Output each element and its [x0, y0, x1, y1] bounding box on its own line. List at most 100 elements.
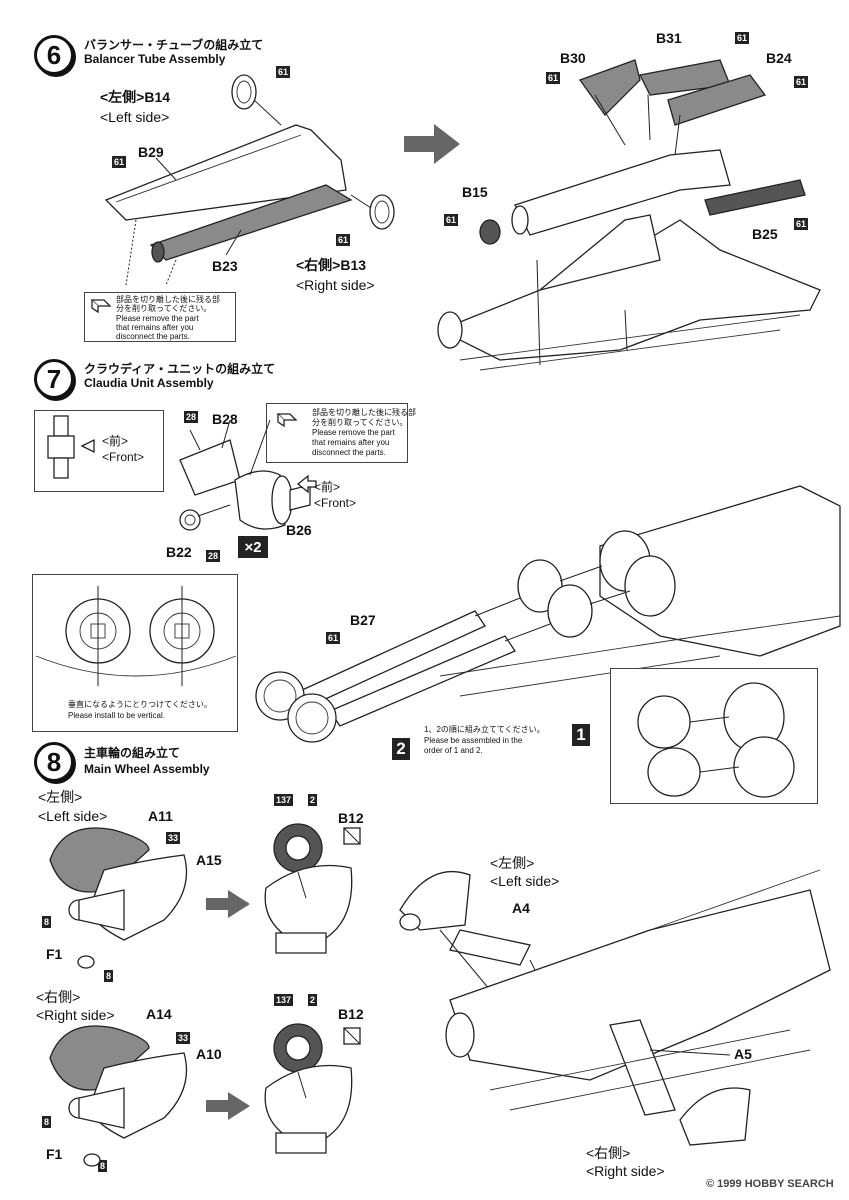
step-8-number: 8: [34, 742, 74, 782]
part-b12-left-label: B12: [338, 810, 364, 826]
order-box-2: 2: [392, 738, 410, 760]
paint-8-right-b: 8: [98, 1160, 108, 1172]
step-7-title-jp: クラウディア・ユニットの組み立て: [84, 362, 276, 376]
right-wheel-assembled-drawing: [264, 1023, 361, 1154]
step-6-right-side-en: <Right side>: [296, 277, 375, 293]
step-6-note-jp-1: 部品を切り離した後に残る部: [116, 295, 220, 304]
paint-61-b15: 61: [444, 214, 459, 226]
paint-28-bottom: 28: [206, 550, 221, 562]
left-wheel-parts-drawing: [49, 827, 188, 969]
part-b31-label: B31: [656, 30, 682, 46]
paint-33-right: 33: [176, 1032, 191, 1044]
times-two-badge: ×2: [238, 536, 268, 558]
step-7-title-en: Claudia Unit Assembly: [84, 376, 214, 390]
step-8-arrow-2-icon: [206, 1092, 250, 1120]
paint-61-b25: 61: [794, 218, 809, 230]
order-note-en-2: order of 1 and 2.: [424, 746, 483, 755]
step-8-left-jp: <左側>: [38, 789, 83, 805]
step-6-left-side-jp: <左側>B14: [100, 89, 171, 105]
paint-61-b14: 61: [276, 66, 291, 78]
step-6-number: 6: [34, 35, 74, 75]
vertical-install-en: Please install to be vertical.: [68, 711, 165, 720]
step-6-left-side-en: <Left side>: [100, 109, 170, 125]
part-f1-left-label: F1: [46, 946, 63, 962]
step-6-note-en-1: Please remove the part: [116, 314, 199, 323]
step-7-note-jp-2: 分を削り取ってください。: [312, 418, 408, 427]
step-6-note-jp-2: 分を削り取ってください。: [116, 304, 212, 313]
part-b22-label: B22: [166, 544, 192, 560]
step-8-right-jp: <右側>: [36, 989, 81, 1005]
step-7-number: 7: [34, 359, 74, 399]
step-8-main-left-jp: <左側>: [490, 855, 535, 871]
part-a5-label: A5: [734, 1046, 752, 1062]
front-indicator-icon: [47, 415, 95, 479]
step-6-note-en-2: that remains after you: [116, 323, 194, 332]
balancer-assembly-drawing: [437, 59, 821, 371]
left-wheel-assembled-drawing: [264, 823, 361, 954]
paint-61-b13: 61: [336, 234, 351, 246]
balancer-tube-drawing: [104, 74, 395, 286]
order-box-1: 1: [572, 724, 590, 746]
part-b15-label: B15: [462, 184, 488, 200]
step-7-note-en-3: disconnect the parts.: [312, 448, 386, 457]
part-b24-label: B24: [766, 50, 792, 66]
step-8-main-left-en: <Left side>: [490, 873, 560, 889]
order-note-jp: 1、2の順に組み立ててください。: [424, 725, 545, 734]
step-7-note-en-2: that remains after you: [312, 438, 390, 447]
paint-61-b30: 61: [546, 72, 561, 84]
paint-28-top: 28: [184, 411, 199, 423]
claudia-unit-drawing: [179, 419, 311, 531]
part-a14-label: A14: [146, 1006, 172, 1022]
part-f1-right-label: F1: [46, 1146, 63, 1162]
step-6-note-box: [84, 292, 236, 342]
paint-33-left: 33: [166, 832, 181, 844]
step-7-front-en-a: <Front>: [102, 450, 145, 464]
step-7-front-en-b: <Front>: [314, 496, 357, 510]
step-7-note-jp-1: 部品を切り離した後に残る部: [312, 408, 416, 417]
watermark: © 1999 HOBBY SEARCH: [706, 1178, 834, 1190]
step-7-front-jp-b: <前>: [314, 480, 341, 494]
part-b28-label: B28: [212, 411, 238, 427]
step-6-arrow-icon: [404, 124, 460, 164]
step-7-front-jp-a: <前>: [102, 434, 129, 448]
part-a15-label: A15: [196, 852, 222, 868]
part-b23-label: B23: [212, 258, 238, 274]
part-b30-label: B30: [560, 50, 586, 66]
step-8-main-right-en: <Right side>: [586, 1163, 665, 1179]
part-b29-label: B29: [138, 144, 164, 160]
step-8-title-jp: 主車輪の組み立て: [84, 746, 181, 760]
vertical-install-drawing: [35, 586, 237, 686]
step-8-left-en: <Left side>: [38, 808, 108, 824]
paint-137-right: 137: [274, 994, 294, 1006]
step-7-note-box: [266, 403, 408, 463]
step-6-note-en-3: disconnect the parts.: [116, 332, 190, 341]
claudia-rods-drawing: [255, 485, 841, 743]
engine-inset-drawing: [637, 682, 795, 798]
paint-8-right-a: 8: [42, 1116, 52, 1128]
step-6-title-en: Balancer Tube Assembly: [84, 52, 226, 66]
step-8-right-en: <Right side>: [36, 1007, 115, 1023]
part-b12-right-label: B12: [338, 1006, 364, 1022]
step-8-arrow-1-icon: [206, 890, 250, 918]
step-7-note-en-1: Please remove the part: [312, 428, 395, 437]
main-gear-install-drawing: [399, 869, 831, 1146]
remove-part-icon: [90, 299, 112, 314]
vertical-install-jp: 垂直になるようにとりつけてください。: [68, 700, 212, 709]
paint-8-left-a: 8: [42, 916, 52, 928]
part-a11-label: A11: [148, 808, 173, 824]
order-note-en-1: Please be assembled in the: [424, 736, 523, 745]
step-6-title-jp: バランサー・チューブの組み立て: [84, 38, 264, 52]
paint-2-right: 2: [308, 994, 318, 1006]
part-a4-label: A4: [512, 900, 530, 916]
paint-61-b24: 61: [794, 76, 809, 88]
paint-2-left: 2: [308, 794, 318, 806]
step-6-right-side-jp: <右側>B13: [296, 257, 367, 273]
part-b27-label: B27: [350, 612, 376, 628]
front-arrow-icon: [296, 474, 317, 494]
right-wheel-parts-drawing: [49, 1025, 188, 1167]
paint-61-b31: 61: [735, 32, 750, 44]
paint-8-left-b: 8: [104, 970, 114, 982]
part-a10-label: A10: [196, 1046, 222, 1062]
paint-137-left: 137: [274, 794, 294, 806]
step-8-title-en: Main Wheel Assembly: [84, 762, 210, 776]
